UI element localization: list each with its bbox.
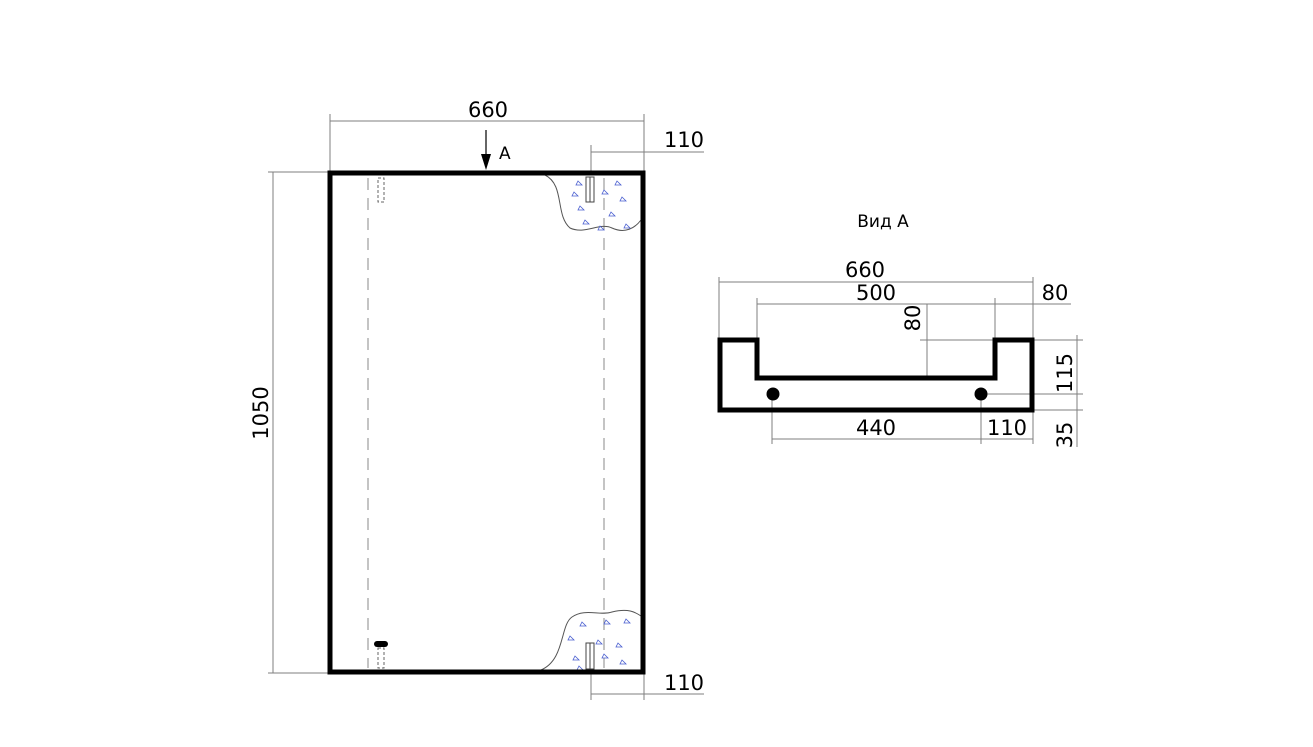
hole-right [974,387,988,401]
u-profile-outline [717,337,1035,413]
dim-front-height-label: 1050 [249,386,273,439]
dim-front-top-offset-label: 110 [664,128,704,152]
dim-view-depth-label: 80 [901,305,925,332]
dim-view-hole-height-label: 35 [1053,422,1077,449]
dim-view-overall: 660 [718,258,1034,338]
dim-front-width: 660 [329,98,645,172]
dim-view-hole-spacing-label: 440 [856,416,896,440]
section-arrow-a: A [481,130,511,170]
dim-front-bottom-offset-label: 110 [664,671,704,695]
dim-view-overall-label: 660 [845,258,885,282]
dim-view-height: 115 35 [985,335,1083,448]
view-a-title: Вид А [857,212,909,232]
dim-view-height-label: 115 [1053,353,1077,393]
view-a: Вид А 660 500 80 80 115 [717,212,1083,448]
lifting-loop-bottom-left [374,641,388,669]
lifting-loop-top-left [377,177,385,203]
hole-left [766,387,780,401]
arrow-down-icon [481,154,491,170]
dim-view-inner-label: 500 [856,281,896,305]
dim-view-hole-edge-label: 110 [987,416,1027,440]
dim-view-inner: 500 [756,281,1071,338]
dim-view-depth: 80 [901,304,995,377]
dim-view-side-label: 80 [1042,281,1069,305]
dim-view-bottom: 440 110 [771,396,1034,444]
dim-front-top-offset: 110 [590,128,704,172]
section-arrow-label: A [499,144,511,164]
dim-front-height: 1050 [249,171,330,674]
lifting-loop-top-right [585,176,595,203]
dim-front-width-label: 660 [468,98,508,122]
front-view: 660 110 110 1050 A [249,98,704,700]
slab-outline [327,170,646,675]
cutaway-bottom-right [540,609,642,671]
lifting-loop-bottom-right [585,642,595,670]
dim-front-bottom-offset: 110 [590,671,704,700]
cutaway-top-right [544,174,642,231]
